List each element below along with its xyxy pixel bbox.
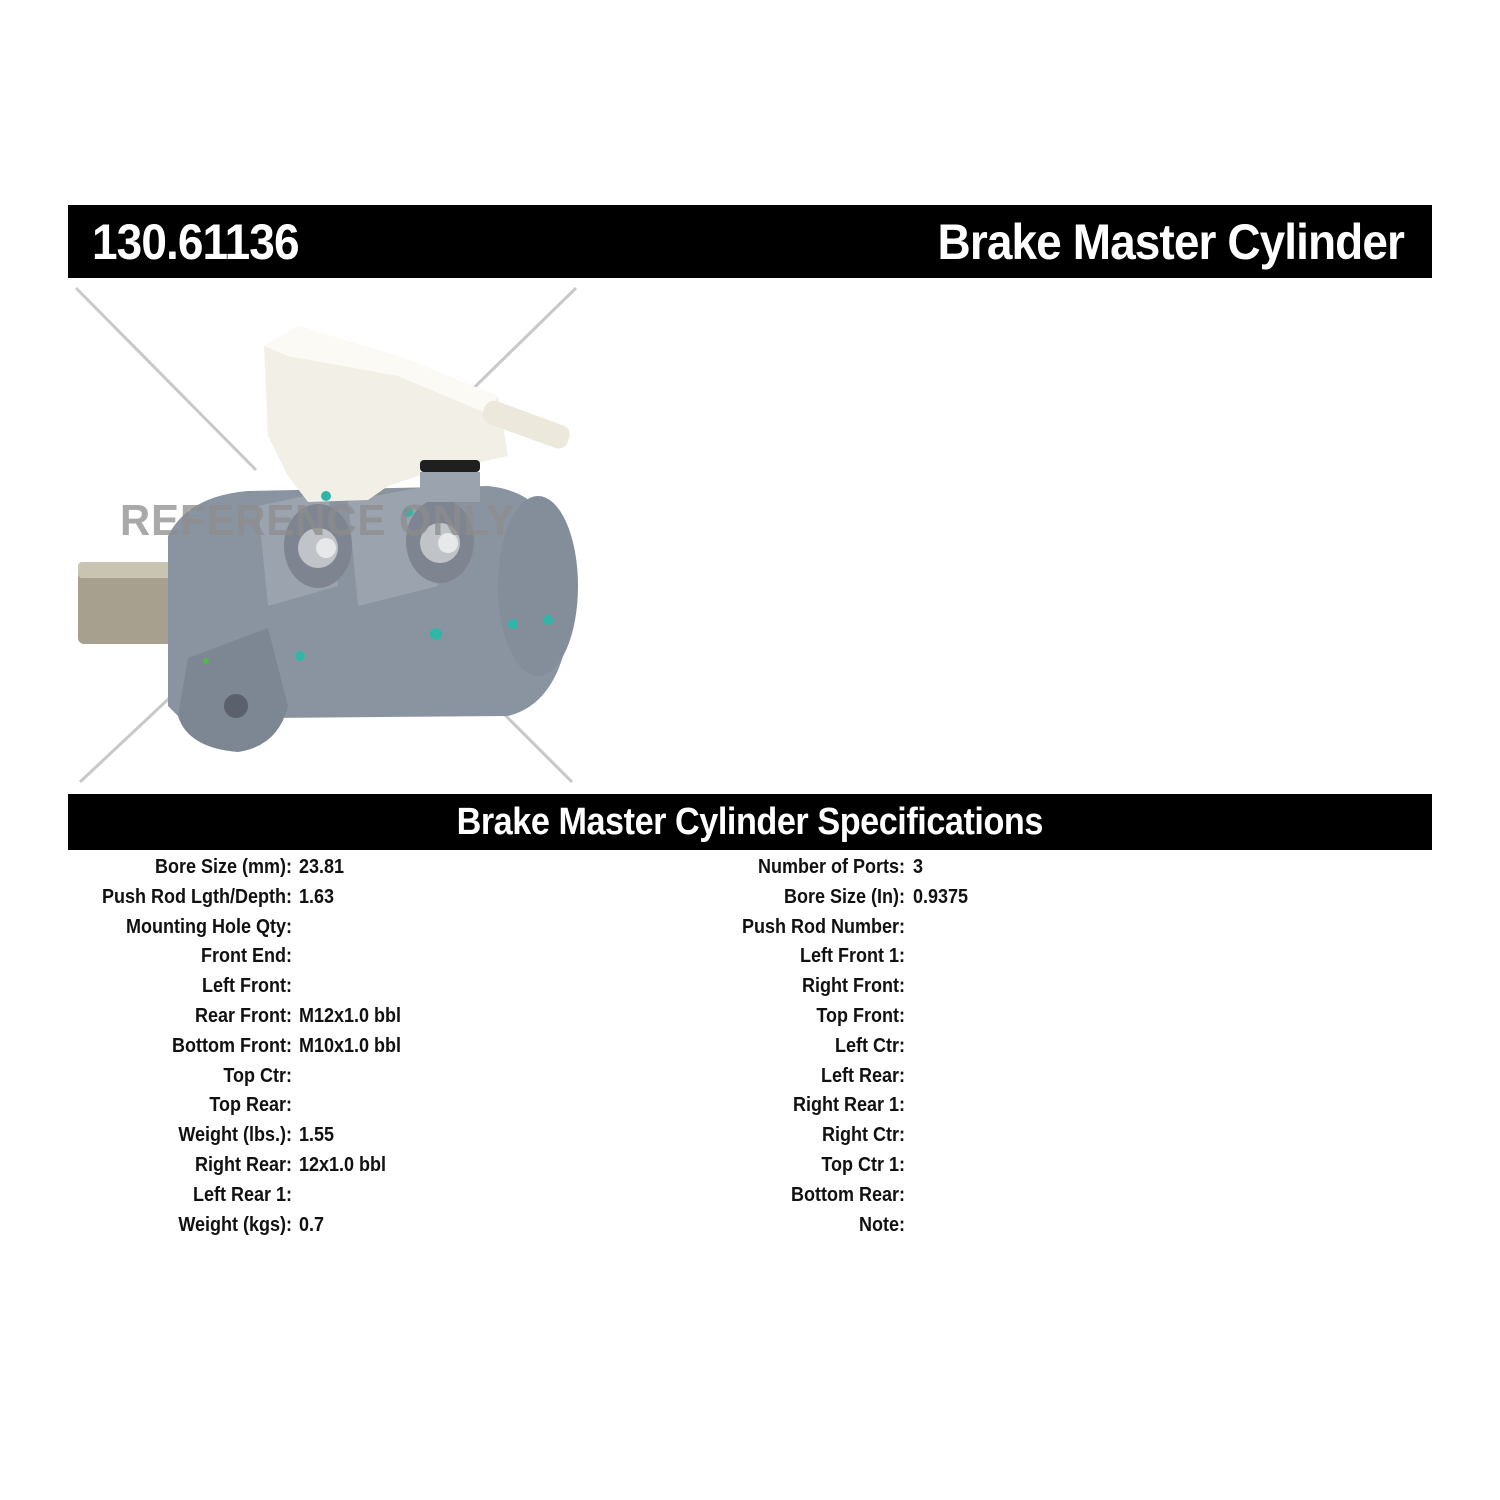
product-image: REFERENCE ONLY	[68, 286, 584, 786]
spec-value: M10x1.0 bbl	[299, 1034, 402, 1057]
spec-label: Right Ctr:	[822, 1124, 905, 1147]
spec-label: Right Rear 1:	[792, 1094, 905, 1117]
spec-label: Front End:	[201, 945, 292, 968]
spec-value: 12x1.0 bbl	[299, 1153, 387, 1176]
reference-only-watermark: REFERENCE ONLY	[120, 496, 515, 545]
spec-label: Weight (lbs.):	[178, 1124, 292, 1147]
title-bar: 130.61136 Brake Master Cylinder	[68, 205, 1432, 278]
spec-value: 3	[913, 856, 924, 878]
spec-label: Mounting Hole Qty:	[126, 915, 292, 938]
spec-label: Bore Size (In):	[783, 885, 905, 908]
spec-label: Bore Size (mm):	[154, 856, 292, 878]
spec-label: Left Front 1:	[800, 945, 905, 968]
spec-label: Top Front:	[816, 1004, 905, 1027]
spec-label: Left Rear:	[820, 1064, 905, 1087]
spec-label: Left Front:	[202, 975, 292, 998]
spec-value: 0.9375	[913, 885, 969, 908]
spec-label: Top Rear:	[209, 1094, 292, 1117]
spec-label: Left Rear 1:	[192, 1183, 292, 1206]
specifications-header: Brake Master Cylinder Specifications	[68, 794, 1432, 850]
specifications-title: Brake Master Cylinder Specifications	[456, 801, 1044, 843]
spec-label: Push Rod Number:	[741, 915, 905, 938]
spec-label: Right Rear:	[194, 1153, 292, 1176]
spec-label: Push Rod Lgth/Depth:	[102, 885, 292, 908]
spec-label: Bottom Front:	[172, 1034, 292, 1057]
spec-label: Top Ctr 1:	[821, 1153, 905, 1176]
spec-label: Top Ctr:	[223, 1064, 292, 1087]
part-type: Brake Master Cylinder	[937, 214, 1405, 270]
spec-label: Note:	[859, 1213, 905, 1236]
spec-label: Rear Front:	[194, 1004, 292, 1027]
spec-label: Bottom Rear:	[790, 1183, 905, 1206]
spec-value: 1.55	[299, 1124, 335, 1147]
spec-value: M12x1.0 bbl	[299, 1004, 402, 1027]
spec-value: 1.63	[299, 885, 335, 908]
spec-label: Number of Ports:	[757, 856, 905, 878]
part-number: 130.61136	[92, 214, 300, 270]
spec-value: 23.81	[299, 856, 345, 878]
spec-label: Right Front:	[802, 975, 905, 998]
brake-master-cylinder-illustration	[74, 286, 578, 784]
spec-label: Left Ctr:	[835, 1034, 905, 1057]
spec-label: Weight (kgs):	[178, 1213, 292, 1236]
spec-value: 0.7	[299, 1213, 325, 1236]
